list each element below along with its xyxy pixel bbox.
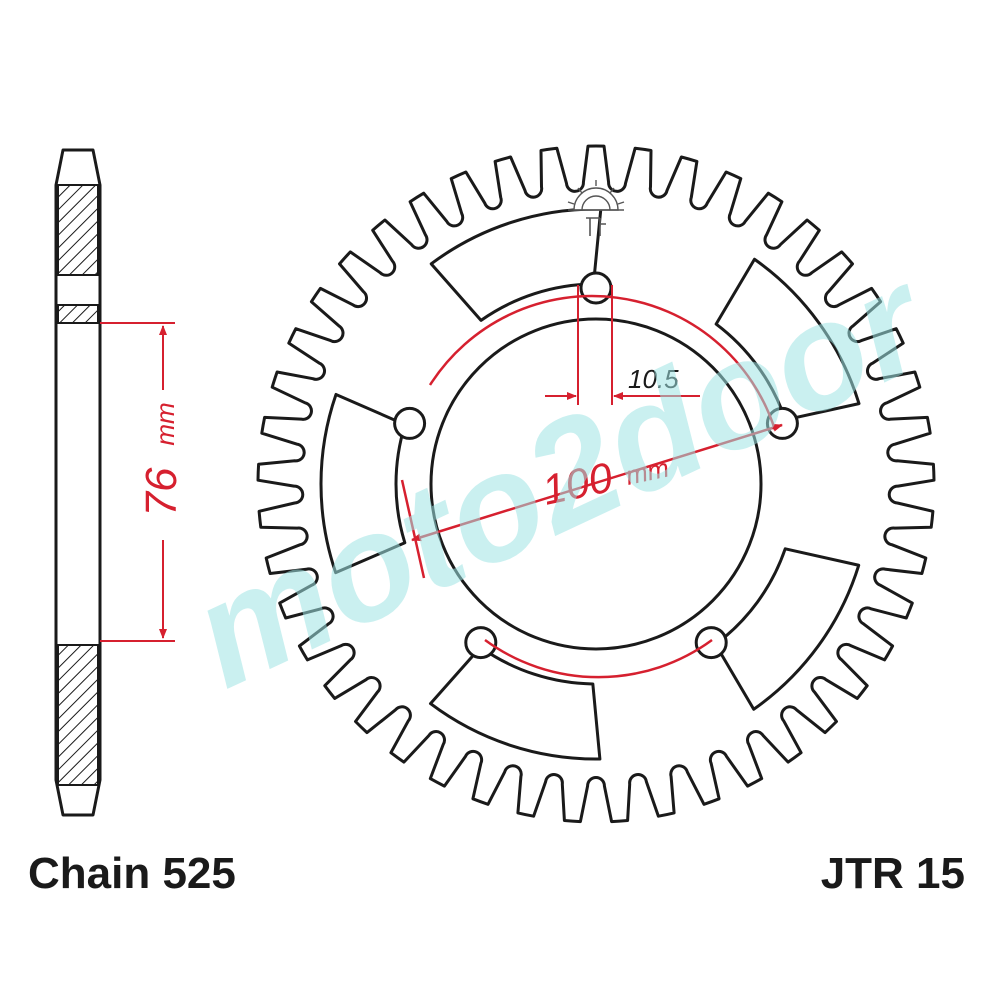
cutout [319, 392, 407, 575]
bolt-hole [464, 626, 498, 660]
side-profile [54, 148, 102, 817]
side-hub-hatch-top [57, 184, 99, 276]
pcd-dimension-line [411, 423, 783, 542]
bolt-hole-dimension-value: 10.5 [628, 364, 679, 394]
chain-label: Chain 525 [28, 849, 236, 898]
bolt-hole-dimension: 10.5 [545, 285, 700, 405]
side-hub-hatch-bottom [57, 644, 99, 786]
pcd-circle-arc [428, 294, 777, 431]
jt-logo-icon [567, 180, 625, 236]
cutout [714, 257, 861, 422]
part-number-label: JTR 15 [821, 849, 965, 898]
pcd-circle-arc-lower [484, 638, 713, 679]
cutout [714, 547, 861, 711]
side-dimension: 76 mm [100, 322, 186, 642]
bolt-hole [393, 406, 427, 440]
bolt-hole [694, 626, 728, 660]
side-dimension-value: 76 [137, 467, 186, 516]
pcd-tick [400, 479, 426, 579]
side-dimension-unit: mm [150, 402, 180, 445]
side-hub-hatch-mid [57, 304, 99, 324]
bolt-hole [579, 271, 613, 305]
cutout [428, 645, 602, 761]
